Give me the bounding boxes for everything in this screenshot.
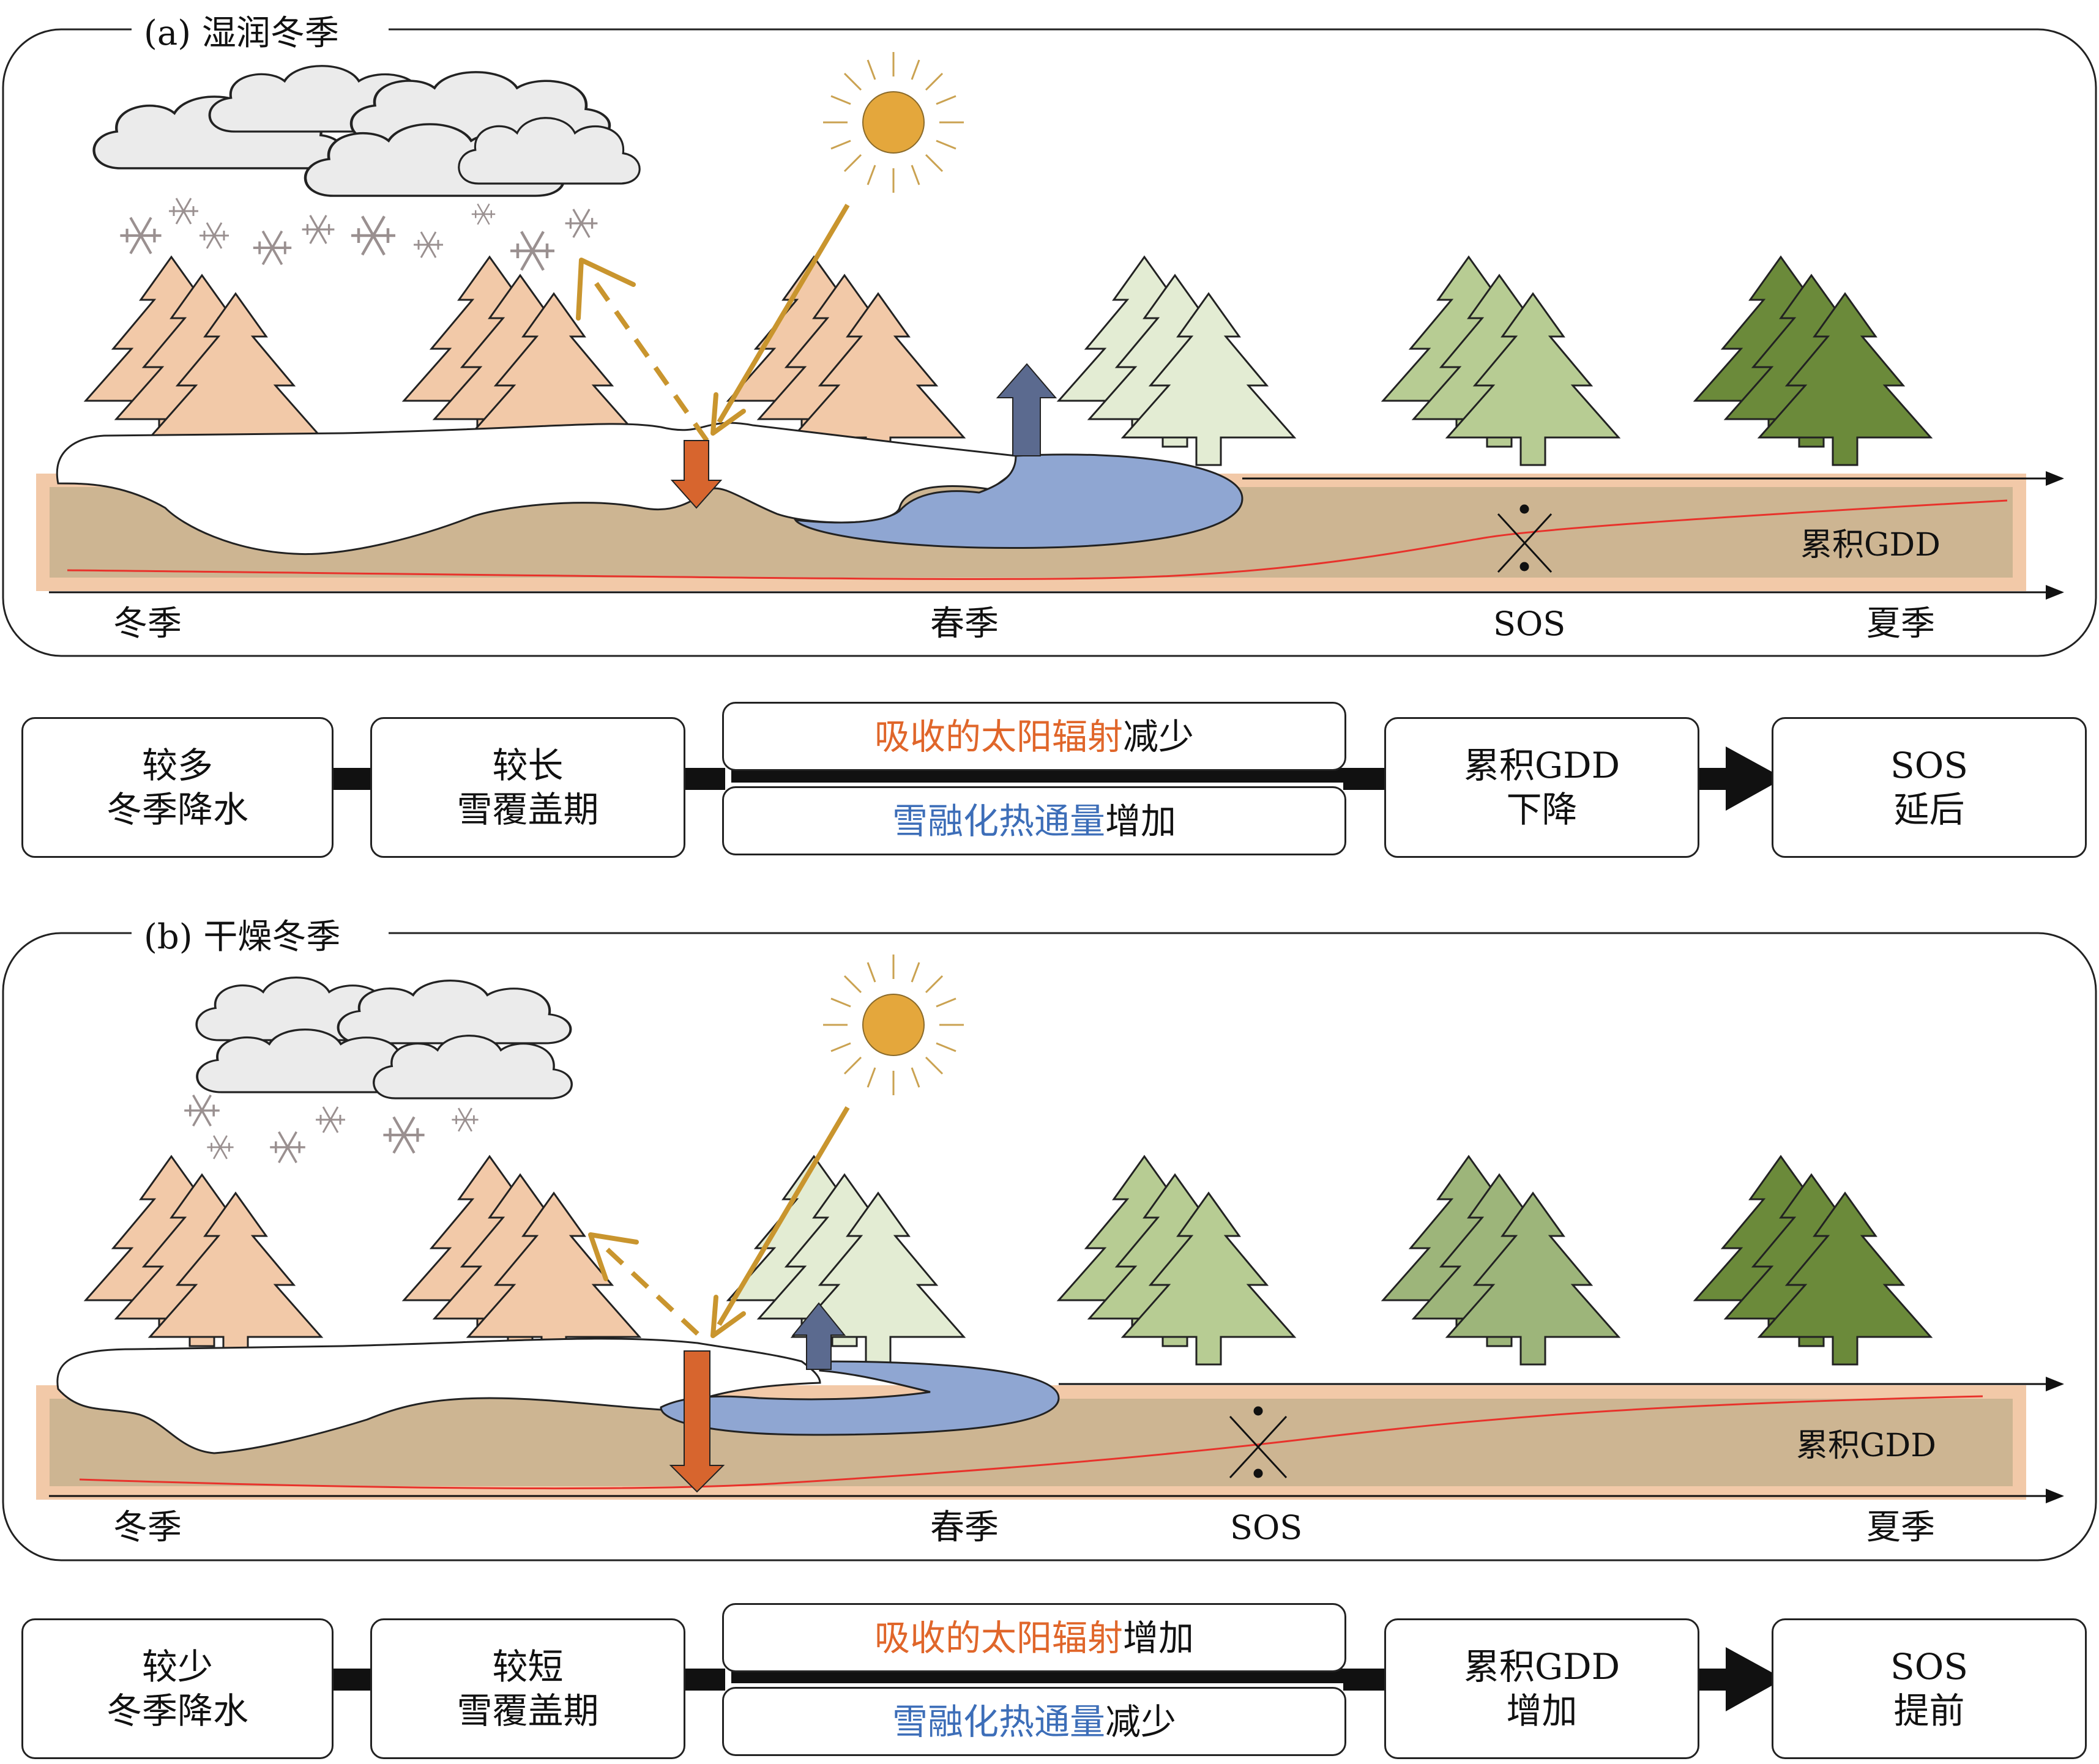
flow-b-arrowhead: [1726, 1647, 1784, 1711]
flow-b-box-heatflux: 雪融化热通量减少: [722, 1687, 1346, 1756]
flow-a-box-precip: 较多 冬季降水: [21, 717, 334, 858]
flow-a-box-gdd-line1: 累积GDD: [1463, 745, 1620, 786]
flow-b-radiation-change: 增加: [1123, 1617, 1195, 1659]
panel-a-axis-sos: SOS: [1493, 605, 1565, 643]
flow-a-box-gdd-line2: 下降: [1506, 789, 1578, 830]
panel-b-trees-mid-1: [1057, 1155, 1296, 1366]
panel-b-incoming-radiation: [717, 1106, 850, 1327]
flow-a-connector-2: [682, 768, 725, 790]
panel-a: (a) 湿润冬季: [2, 9, 2097, 657]
flow-a-box-precip-line1: 较多: [141, 745, 213, 786]
flow-a-connector-1: [330, 768, 373, 790]
flow-a-radiation-term: 吸收的太阳辐射: [874, 715, 1123, 757]
panel-b-sun: [823, 955, 964, 1095]
panel-a-meltwater: [793, 453, 1243, 549]
panel-b-trees-pale: [727, 1155, 965, 1366]
flow-b-connector-2: [682, 1669, 725, 1691]
panel-b-frame: [2, 932, 2097, 1561]
panel-a-snowflakes: [120, 197, 599, 270]
flow-b-box-precip-line2: 冬季降水: [106, 1690, 248, 1732]
panel-b-axis-winter: 冬季: [113, 1508, 182, 1547]
panel-a-axis-spring: 春季: [930, 604, 999, 644]
flow-a-box-sos-line2: 延后: [1893, 789, 1965, 830]
flow-a-connector-4: [1343, 768, 1386, 790]
panel-b-axis-spring: 春季: [930, 1508, 999, 1547]
panel-b-axis-summer: 夏季: [1866, 1508, 1935, 1547]
panel-a-sos-marker: [1497, 504, 1553, 573]
flow-b-box-sos-line2: 提前: [1893, 1690, 1965, 1732]
panel-b-clouds: [195, 976, 573, 1100]
flow-b-box-sos: SOS 提前: [1772, 1618, 2087, 1759]
flow-a-radiation-change: 减少: [1123, 715, 1195, 757]
panel-a-trees-dark: [1694, 256, 1932, 466]
panel-b-snowflakes: [183, 1094, 479, 1164]
panel-a-trees-pale: [1057, 256, 1296, 466]
panel-a-title: (a) 湿润冬季: [144, 13, 339, 53]
panel-a-incoming-radiation: [717, 203, 850, 424]
panel-a-frame: [2, 28, 2097, 657]
panel-b-title: (b) 干燥冬季: [144, 917, 340, 957]
panel-a-trees-light: [1382, 256, 1620, 466]
panel-a-gdd-label: 累积GDD: [1800, 527, 1941, 564]
flow-a-box-snowcover-line2: 雪覆盖期: [457, 789, 599, 830]
flow-a-box-snowcover-line1: 较长: [492, 745, 564, 786]
panel-b-sos-marker: [1229, 1406, 1288, 1479]
flow-b-box-snowcover-line2: 雪覆盖期: [457, 1690, 599, 1732]
panel-a-clouds: [94, 66, 641, 196]
flow-a-box-gdd: 累积GDD 下降: [1384, 717, 1699, 858]
panel-b-trees-dormant-1: [84, 1155, 322, 1366]
panel-a-axis-winter: 冬季: [113, 604, 182, 644]
flow-b-connector-4: [1343, 1669, 1386, 1691]
flow-a-heatflux-term: 雪融化热通量: [892, 800, 1105, 842]
flow-a-arrowhead: [1726, 746, 1784, 811]
flow-b-box-gdd: 累积GDD 增加: [1384, 1618, 1699, 1759]
flow-a-box-snowcover: 较长 雪覆盖期: [370, 717, 685, 858]
flow-b-box-sos-line1: SOS: [1890, 1646, 1969, 1688]
panel-a-sun: [823, 52, 964, 193]
panel-a-heat-flux-arrow: [996, 363, 1057, 456]
flow-a-box-sos-line1: SOS: [1890, 745, 1969, 786]
flow-b-box-snowcover-line1: 较短: [492, 1646, 564, 1688]
panel-b: (b) 干燥冬季: [2, 914, 2097, 1561]
flow-b-box-precip: 较少 冬季降水: [21, 1618, 334, 1759]
panel-a-axis-summer: 夏季: [1866, 604, 1935, 644]
panel-b-axis-sos: SOS: [1230, 1508, 1302, 1547]
flow-a-box-heatflux: 雪融化热通量增加: [722, 786, 1346, 855]
panel-b-trees-dormant-2: [403, 1155, 641, 1366]
panel-a-absorbed-arrow: [670, 440, 723, 509]
flow-a-box-sos: SOS 延后: [1772, 717, 2087, 858]
flow-b-box-gdd-line2: 增加: [1506, 1690, 1578, 1732]
panel-b-gdd-label: 累积GDD: [1796, 1427, 1936, 1464]
flow-a-box-radiation: 吸收的太阳辐射减少: [722, 702, 1346, 771]
flow-b-box-gdd-line1: 累积GDD: [1463, 1646, 1620, 1688]
flow-b-radiation-term: 吸收的太阳辐射: [874, 1617, 1123, 1659]
flow-b-connector-1: [330, 1669, 373, 1691]
panel-b-trees-mid-2: [1382, 1155, 1620, 1366]
flow-b-box-radiation: 吸收的太阳辐射增加: [722, 1603, 1346, 1672]
panel-b-absorbed-arrow: [669, 1350, 725, 1493]
panel-b-trees-dark: [1694, 1155, 1932, 1366]
flow-a-box-precip-line2: 冬季降水: [106, 789, 248, 830]
panel-b-reflected-radiation: [601, 1243, 699, 1336]
flow-a-heatflux-change: 增加: [1105, 800, 1177, 842]
flow-b-heatflux-term: 雪融化热通量: [892, 1700, 1105, 1743]
flow-b-box-snowcover: 较短 雪覆盖期: [370, 1618, 685, 1759]
flow-b-box-precip-line1: 较少: [141, 1646, 213, 1688]
panel-b-heat-flux-arrow: [791, 1302, 846, 1370]
panel-a-gdd-curve: [67, 499, 2008, 580]
panel-b-gdd-curve: [79, 1395, 1983, 1490]
flow-b-heatflux-change: 减少: [1105, 1700, 1177, 1743]
